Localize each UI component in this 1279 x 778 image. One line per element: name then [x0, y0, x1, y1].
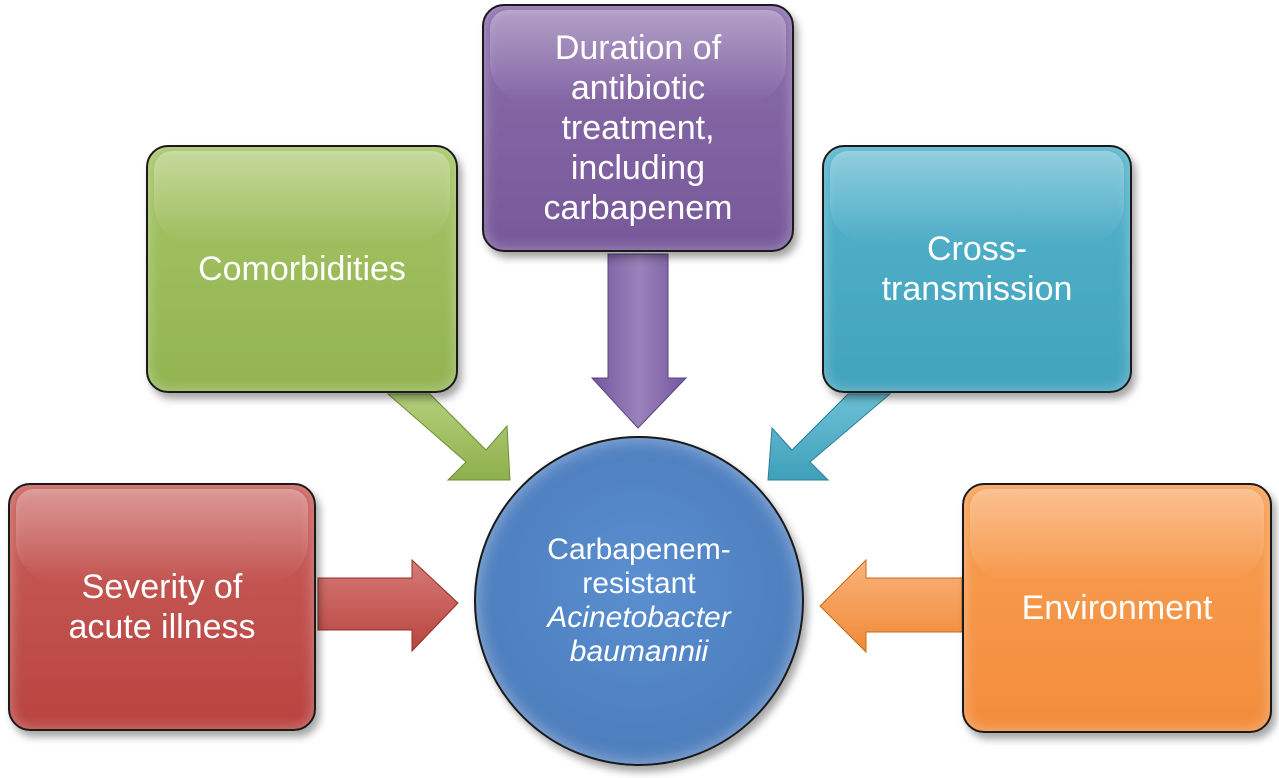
severity-line1: Severity of	[81, 568, 243, 606]
cross-line2: transmission	[881, 270, 1073, 308]
severity-line2: acute illness	[68, 608, 256, 646]
duration-line2: antibiotic	[570, 69, 706, 107]
center-line3: Acinetobacter	[547, 601, 731, 634]
arrow-cross	[767, 393, 892, 481]
box-severity-of-acute-illness: Severity of acute illness	[8, 483, 316, 731]
duration-line4: including	[570, 149, 706, 187]
cross-line1: Cross-	[926, 230, 1028, 268]
comorbidities-label: Comorbidities	[198, 250, 406, 288]
box-comorbidities: Comorbidities	[146, 145, 458, 393]
duration-line3: treatment,	[561, 109, 715, 147]
box-cross-transmission: Cross- transmission	[822, 145, 1132, 393]
arrow-severity	[317, 558, 459, 653]
environment-label: Environment	[1021, 589, 1213, 627]
duration-line1: Duration of	[554, 29, 722, 67]
duration-line5: carbapenem	[543, 189, 733, 227]
arrow-environment	[819, 558, 963, 654]
arrow-duration	[590, 253, 688, 429]
center-carbapenem-resistant-acinetobacter-baumannii: Carbapenem- resistant Acinetobacter baum…	[474, 436, 804, 766]
center-line4: baumannii	[569, 635, 709, 668]
center-line2: resistant	[582, 567, 696, 600]
box-duration-of-antibiotic-treatment: Duration of antibiotic treatment, includ…	[482, 4, 794, 252]
center-line1: Carbapenem-	[547, 533, 731, 566]
arrow-comorbidities	[386, 393, 511, 481]
box-environment: Environment	[962, 483, 1272, 733]
